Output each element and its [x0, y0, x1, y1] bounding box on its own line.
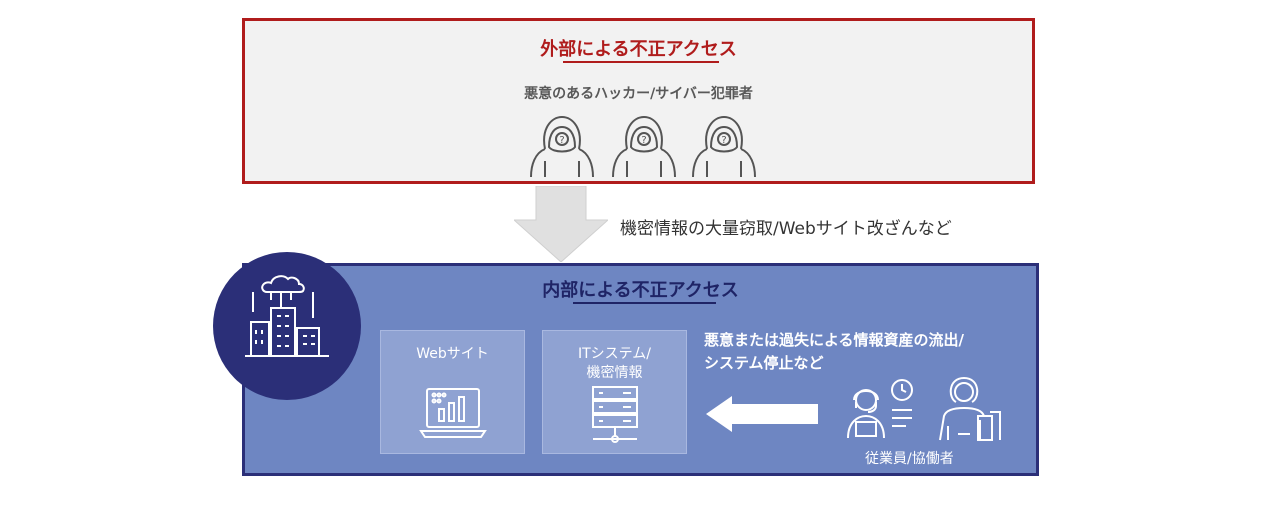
svg-text:?: ? — [721, 135, 726, 146]
hooded-hacker-icon: ? — [612, 115, 676, 178]
office-worker-icon — [939, 376, 1001, 441]
leak-description-line2: システム停止など — [704, 354, 824, 372]
it-system-label-line1: ITシステム/ — [578, 346, 651, 362]
leak-description: 悪意または過失による情報資産の流出/ システム停止など — [704, 329, 964, 375]
employees-label: 従業員/協働者 — [865, 451, 954, 467]
cloud-building-icon — [245, 275, 329, 357]
leak-description-line1: 悪意または過失による情報資産の流出/ — [704, 331, 965, 349]
it-system-panel: ITシステム/ 機密情報 — [542, 330, 687, 454]
down-arrow-icon — [514, 186, 608, 262]
building-badge — [213, 252, 361, 400]
title-underline — [563, 61, 719, 63]
laptop-chart-icon — [419, 388, 487, 438]
it-system-label-line2: 機密情報 — [586, 365, 643, 381]
hooded-hacker-icon: ? — [530, 115, 594, 178]
it-system-label: ITシステム/ 機密情報 — [543, 345, 686, 383]
hooded-hacker-icon: ? — [692, 115, 756, 178]
attack-description: 機密情報の大量窃取/Webサイト改ざんなど — [620, 219, 952, 239]
website-label: Webサイト — [416, 346, 489, 362]
external-access-title: 外部による不正アクセス — [540, 39, 737, 60]
headset-operator-icon — [847, 379, 913, 439]
website-panel: Webサイト — [380, 330, 525, 454]
server-rack-icon — [592, 386, 638, 443]
left-arrow-icon — [706, 396, 818, 432]
svg-text:?: ? — [641, 135, 646, 146]
hackers-label: 悪意のあるハッカー/サイバー犯罪者 — [524, 86, 753, 102]
internal-access-title: 内部による不正アクセス — [542, 280, 739, 301]
svg-text:?: ? — [559, 135, 564, 146]
external-access-box: 外部による不正アクセス 悪意のあるハッカー/サイバー犯罪者 ? ? — [242, 18, 1035, 184]
title-underline — [573, 302, 716, 304]
